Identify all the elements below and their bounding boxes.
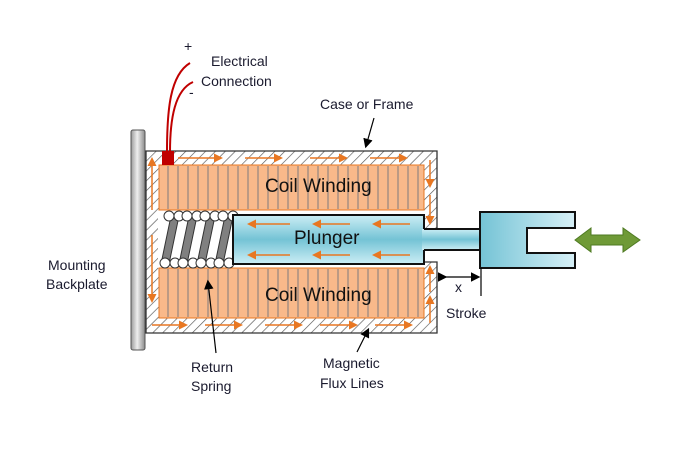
minus-sign: -	[189, 84, 194, 100]
mounting-backplate	[130, 129, 146, 351]
stroke-label: Stroke	[446, 305, 487, 321]
spring-turn	[213, 257, 225, 269]
return-spring-label-2: Spring	[191, 378, 231, 394]
double-headed-arrow-icon	[574, 227, 641, 253]
mounting-backplate-label-2: Backplate	[46, 276, 108, 292]
spring-turn	[195, 257, 207, 269]
spring-turn	[159, 257, 171, 269]
coil-winding-top	[158, 164, 425, 211]
mounting-backplate-label: Mounting	[48, 257, 106, 273]
spring-turn	[181, 210, 193, 222]
flux-leader-arrow	[356, 327, 370, 353]
coil-winding-bottom	[158, 267, 425, 319]
case-or-frame-label: Case or Frame	[320, 96, 414, 112]
plunger-label: Plunger	[294, 228, 360, 249]
spring-turn	[177, 257, 189, 269]
electrical-connection-label-2: Connection	[201, 73, 272, 89]
return-spring-label: Return	[191, 359, 233, 375]
magnetic-flux-label-2: Flux Lines	[320, 375, 384, 391]
magnetic-flux-label: Magnetic	[323, 355, 380, 371]
plus-sign: +	[184, 38, 192, 54]
stroke-dimension	[437, 268, 482, 296]
stroke-variable: x	[455, 279, 462, 295]
spring-turn	[199, 210, 211, 222]
coil-winding-bottom-label: Coil Winding	[265, 285, 372, 306]
spring-turn	[217, 210, 229, 222]
spring-turn	[163, 210, 175, 222]
electrical-connection-label: Electrical	[211, 53, 268, 69]
spring-leader-arrow	[204, 279, 217, 354]
coil-winding-top-label: Coil Winding	[265, 176, 372, 197]
magnetic-flux-lines	[147, 153, 435, 330]
electrical-connection	[162, 62, 194, 165]
clevis	[479, 211, 576, 269]
case-leader-arrow	[363, 117, 375, 149]
plunger	[232, 214, 482, 265]
